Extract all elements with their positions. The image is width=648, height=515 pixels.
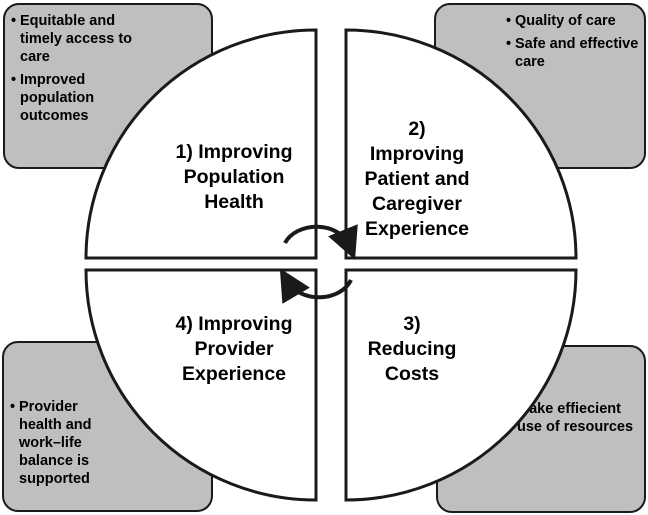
bullet-item: Quality of care (506, 12, 641, 30)
quadrant-provider-experience (84, 268, 318, 502)
quadrant-label-patient-experience: 2) Improving Patient and Caregiver Exper… (353, 117, 481, 242)
label-line: Population (183, 166, 285, 188)
bullet-item: Equitable and timely access to care (11, 12, 141, 66)
quadrant-label-population-health: 1) Improving Population Health (160, 140, 308, 215)
bullet-item: Make effiecient use of resources (508, 400, 638, 436)
bullets-reducing-costs: Make effiecient use of resources (508, 400, 638, 441)
quadrant-label-reducing-costs: 3) Reducing Costs (357, 312, 467, 387)
quadrant-patient-experience (344, 28, 578, 260)
label-line: Provider (194, 338, 274, 360)
bullet-item: Provider health and work–life balance is… (10, 398, 115, 488)
quadrant-population-health (84, 28, 318, 260)
bullet-item: Safe and effective care (506, 35, 641, 71)
label-line: 4) Improving (175, 313, 293, 335)
quadrant-label-provider-experience: 4) Improving Provider Experience (160, 312, 308, 387)
label-line: Health (204, 191, 264, 213)
label-line: Improving (369, 143, 465, 165)
label-line: Experience (181, 363, 287, 385)
label-line: Experience (364, 218, 470, 240)
label-line: Costs (384, 363, 440, 385)
label-line: 1) Improving (175, 141, 293, 163)
label-line: Reducing (367, 338, 457, 360)
cycle-arrows-icon (279, 224, 358, 304)
label-line: 3) (403, 313, 421, 335)
bullets-population-health: Equitable and timely access to care Impr… (11, 12, 141, 130)
bullets-patient-experience: Quality of care Safe and effective care (506, 12, 641, 76)
label-line: 2) (408, 118, 426, 140)
label-line: Patient and (364, 168, 470, 190)
bullet-item: Improved population outcomes (11, 71, 141, 125)
label-line: Caregiver (372, 193, 462, 215)
quadrant-reducing-costs (344, 268, 578, 502)
bullets-provider-experience: Provider health and work–life balance is… (10, 398, 115, 493)
